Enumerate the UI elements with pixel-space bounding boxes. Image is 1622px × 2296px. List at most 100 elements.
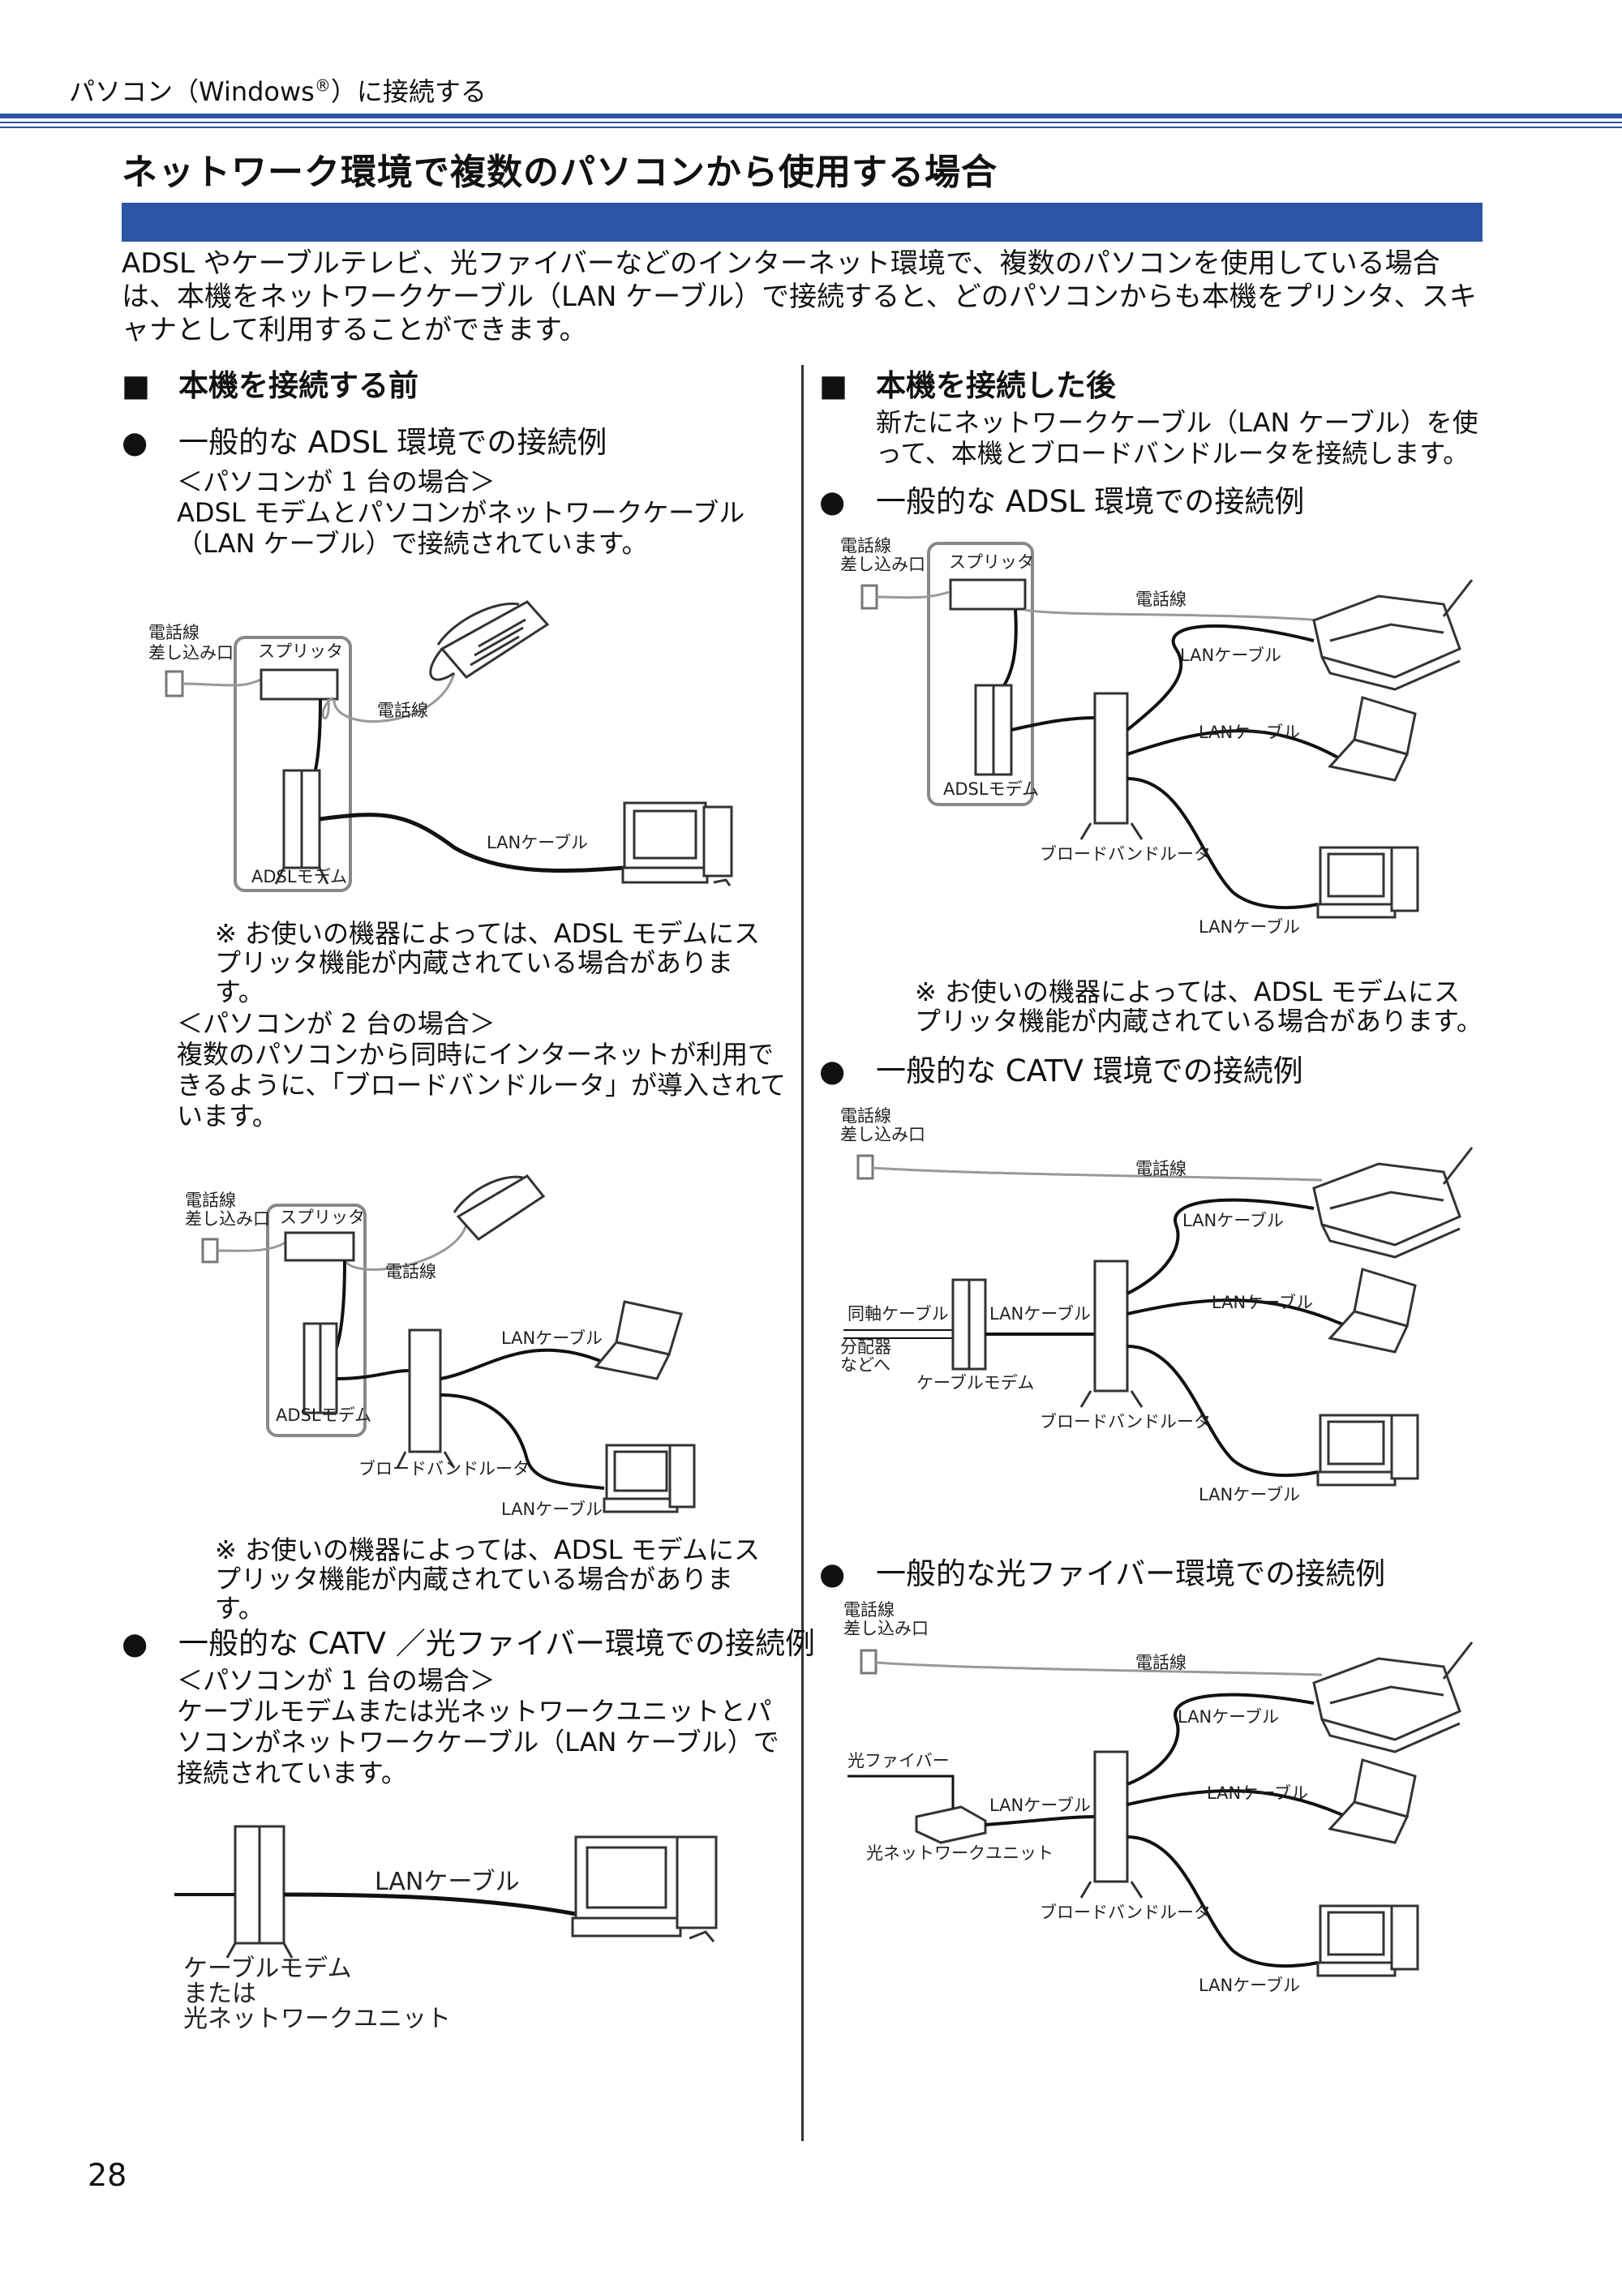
page-number: 28	[88, 2157, 127, 2193]
desktop-pc-icon-6	[1316, 1904, 1419, 1977]
case1-body: ADSL モデムとパソコンがネットワークケーブル（LAN ケーブル）で接続されて…	[177, 497, 745, 559]
lan-cable-label-15: LANケーブル	[1199, 1976, 1300, 1995]
splitter-icon	[260, 668, 339, 701]
left-note-1: ※ お使いの機器によっては、ADSL モデムにスプリッタ機能が内蔵されている場合…	[215, 919, 775, 1006]
desktop-pc-icon-3	[571, 1835, 718, 1942]
cm-onu-label-2: または	[183, 1980, 256, 2008]
onu-icon	[915, 1805, 987, 1844]
laptop-icon	[594, 1300, 683, 1380]
left-catv-heading-text: 一般的な CATV ／光ファイバー環境での接続例	[178, 1626, 815, 1661]
router-icon	[396, 1328, 456, 1469]
note-mark-3: ※	[915, 976, 937, 1007]
desktop-pc-icon-2	[603, 1444, 696, 1513]
bullet-marker-4: ●	[819, 1054, 846, 1088]
splitter-icon-3	[949, 578, 1027, 611]
right-section-heading-text: 本機を接続した後	[876, 368, 1116, 403]
right-adsl-heading-text: 一般的な ADSL 環境での接続例	[876, 484, 1305, 519]
title-bar	[122, 203, 1483, 242]
router-label: ブロードバンドルータ	[358, 1459, 530, 1478]
mfc-printer-icon-3	[1312, 1642, 1474, 1753]
jack-label-5: 電話線	[840, 536, 891, 556]
registered-mark: ®	[314, 75, 331, 96]
header-rule-2	[0, 122, 1622, 123]
adsl-modem-label-2: ADSLモデム	[276, 1405, 371, 1425]
splitter-group-frame	[234, 636, 352, 892]
case3-block: ＜パソコンが 1 台の場合＞ ケーブルモデムまたは光ネットワークユニットとパソコ…	[177, 1665, 789, 1788]
laptop-icon-3	[1328, 1268, 1417, 1354]
lan-cable-label-3: LANケーブル	[501, 1500, 603, 1519]
wall-jack-icon-5	[860, 1649, 878, 1675]
telephone-icon	[429, 600, 550, 681]
lan-cable-label-9: LANケーブル	[1212, 1293, 1313, 1312]
left-adsl-heading: ● 一般的な ADSL 環境での接続例	[122, 418, 607, 461]
router-icon-2	[1079, 692, 1144, 840]
splitter-label: スプリッタ	[258, 642, 343, 661]
jack-label-8: 差し込み口	[840, 1125, 925, 1144]
lan-cable-label-8: LANケーブル	[1182, 1211, 1284, 1230]
distributor-label-1: 分配器	[840, 1337, 891, 1357]
desktop-pc-icon-5	[1316, 1414, 1419, 1487]
phone-line-label: 電話線	[377, 701, 428, 720]
phone-line-label-5: 電話線	[1135, 1653, 1186, 1672]
page-title: ネットワーク環境で複数のパソコンから使用する場合	[122, 152, 998, 193]
laptop-icon-4	[1328, 1758, 1417, 1844]
cm-onu-label-1: ケーブルモデム	[183, 1955, 352, 1983]
jack-label-6: 差し込み口	[840, 555, 925, 574]
lan-cable-label-12: LANケーブル	[1178, 1707, 1279, 1727]
adsl-modem-label: ADSLモデム	[251, 867, 347, 886]
square-marker: ■	[122, 368, 150, 403]
right-section-heading: ■本機を接続した後	[819, 361, 1116, 405]
onu-label: 光ネットワークユニット	[866, 1843, 1053, 1863]
case2-block: ＜パソコンが 2 台の場合＞ 複数のパソコンから同時にインターネットが利用できる…	[177, 1008, 789, 1131]
splitter-group-frame-3	[927, 542, 1034, 806]
column-divider	[801, 365, 804, 2141]
note-mark-2: ※	[215, 1534, 237, 1565]
splitter-label-2: スプリッタ	[280, 1208, 365, 1227]
mfc-printer-icon-2	[1312, 1147, 1474, 1259]
right-note-text: お使いの機器によっては、ADSL モデムにスプリッタ機能が内蔵されている場合があ…	[915, 976, 1483, 1036]
adsl-modem-label-3: ADSLモデム	[943, 779, 1039, 799]
cm-onu-label-3: 光ネットワークユニット	[183, 2005, 451, 2033]
jack-label-3: 電話線	[185, 1191, 236, 1210]
jack-label-4: 差し込み口	[185, 1209, 270, 1229]
laptop-icon-2	[1328, 696, 1417, 782]
phone-line-label-3: 電話線	[1135, 590, 1186, 609]
left-note-1-text: お使いの機器によっては、ADSL モデムにスプリッタ機能が内蔵されている場合があ…	[215, 918, 760, 1007]
intro-paragraph: ADSL やケーブルテレビ、光ファイバーなどのインターネット環境で、複数のパソコ…	[122, 247, 1477, 346]
bullet-marker-5: ●	[819, 1556, 846, 1591]
lan-cable-label: LANケーブル	[487, 833, 588, 852]
left-note-2: ※ お使いの機器によっては、ADSL モデムにスプリッタ機能が内蔵されている場合…	[215, 1535, 775, 1623]
splitter-group-frame-2	[266, 1204, 367, 1437]
left-catv-heading: ●一般的な CATV ／光ファイバー環境での接続例	[122, 1619, 815, 1663]
lan-cable-label-7: LANケーブル	[1199, 917, 1300, 937]
left-note-2-text: お使いの機器によっては、ADSL モデムにスプリッタ機能が内蔵されている場合があ…	[215, 1534, 760, 1624]
telephone-icon-2	[453, 1174, 546, 1241]
bullet-marker-3: ●	[819, 484, 846, 519]
lan-cable-label-13: LANケーブル	[1207, 1783, 1308, 1803]
router-icon-4	[1079, 1750, 1144, 1899]
jack-label-10: 差し込み口	[843, 1619, 929, 1638]
running-header: パソコン（Windows®）に接続する	[69, 71, 487, 109]
jack-label-7: 電話線	[840, 1106, 891, 1126]
phone-line-label-4: 電話線	[1135, 1159, 1186, 1178]
running-header-suffix: ）に接続する	[330, 76, 487, 107]
right-fiber-heading-text: 一般的な光ファイバー環境での接続例	[876, 1556, 1386, 1591]
right-catv-heading-text: 一般的な CATV 環境での接続例	[876, 1054, 1303, 1088]
case1-title: ＜パソコンが 1 台の場合＞	[177, 466, 496, 497]
left-section-heading: ■本機を接続する前	[122, 361, 418, 405]
running-header-text: パソコン（Windows	[69, 76, 315, 107]
jack-label-2: 差し込み口	[148, 643, 234, 663]
right-section-body: 新たにネットワークケーブル（LAN ケーブル）を使って、本機とブロードバンドルー…	[876, 407, 1478, 469]
bullet-marker: ●	[122, 425, 148, 460]
case3-title: ＜パソコンが 1 台の場合＞	[177, 1665, 496, 1696]
distributor-label-2: などへ	[840, 1355, 890, 1375]
header-rule-3	[0, 127, 1622, 128]
left-adsl-heading-text: 一般的な ADSL 環境での接続例	[178, 425, 607, 460]
lan-cable-label-4: LANケーブル	[375, 1868, 520, 1896]
right-catv-heading: ● 一般的な CATV 環境での接続例	[819, 1046, 1303, 1090]
desktop-pc-icon	[621, 801, 733, 886]
right-note: ※ お使いの機器によっては、ADSL モデムにスプリッタ機能が内蔵されている場合…	[915, 977, 1483, 1036]
